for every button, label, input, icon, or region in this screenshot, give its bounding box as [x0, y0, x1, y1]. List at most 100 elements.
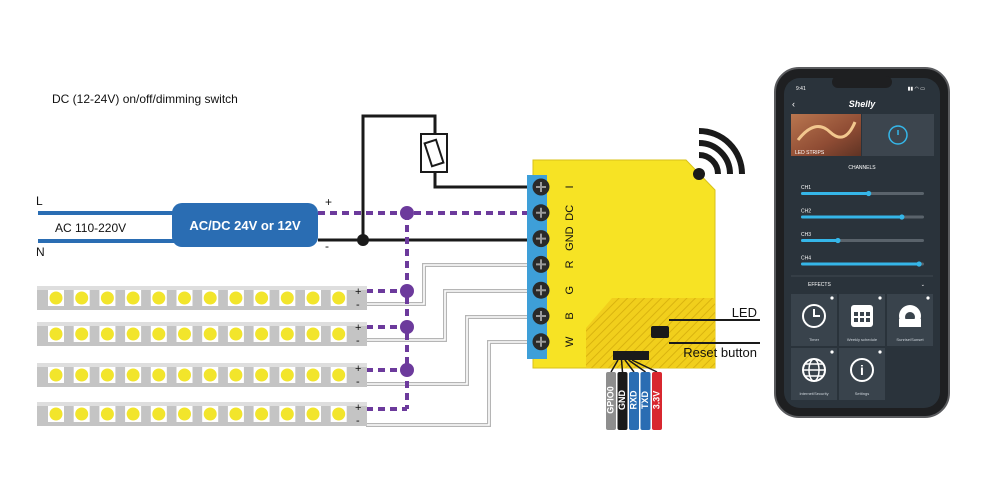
- tile-label: Weekly schedule: [847, 337, 878, 342]
- pin-rxd: RXD: [624, 359, 639, 430]
- feature-tiles: Timer Weekly schedule Sunrise/SunsetIntern…: [791, 294, 933, 400]
- switch-feed-wire: [361, 114, 437, 240]
- led-light: [126, 327, 140, 341]
- slider-fill: [801, 192, 869, 195]
- tile-sunrise[interactable]: Sunrise/Sunset: [887, 294, 933, 346]
- led-light: [75, 327, 89, 341]
- led-light: [332, 368, 346, 382]
- channel-ch2[interactable]: CH2: [801, 209, 924, 220]
- led-light: [255, 368, 269, 382]
- terminal-i: I: [532, 178, 576, 196]
- channel-label: CH3: [801, 232, 811, 238]
- terminal-label: R: [564, 260, 576, 268]
- led-light: [100, 407, 114, 421]
- strip-minus-label: -: [356, 299, 360, 311]
- gnd-junction: [357, 234, 369, 246]
- slider-knob[interactable]: [899, 214, 905, 220]
- pin-body: [652, 372, 662, 430]
- led-light: [178, 368, 191, 382]
- calendar-icon: [851, 305, 873, 327]
- header-connector: [613, 351, 649, 360]
- led-reset-component: [651, 326, 669, 338]
- led-light: [280, 327, 294, 341]
- tile-calendar[interactable]: Weekly schedule: [839, 294, 885, 346]
- led-light: [178, 327, 191, 341]
- effects-chevron-icon[interactable]: ⌄: [921, 282, 925, 288]
- led-light: [203, 291, 217, 305]
- tile-bg[interactable]: [839, 348, 885, 400]
- svg-text:i: i: [860, 362, 864, 378]
- strip-plus-label: +: [355, 402, 361, 414]
- back-chevron-icon[interactable]: ‹: [792, 99, 795, 109]
- led-light: [152, 407, 166, 421]
- led-strip: +-: [37, 322, 367, 347]
- slider-knob[interactable]: [866, 190, 872, 197]
- dc-plus-wires: [318, 211, 537, 411]
- wall-switch: [420, 133, 448, 173]
- psu-plus-label: +: [325, 195, 332, 209]
- tile-bg[interactable]: [791, 348, 837, 400]
- ac-input: L N AC 110-220V: [36, 194, 174, 259]
- clock-icon: [802, 304, 826, 328]
- power-icon[interactable]: [888, 125, 908, 145]
- switch-wires: [318, 114, 537, 242]
- led-light: [203, 368, 217, 382]
- led-light: [49, 291, 63, 305]
- tile-clock[interactable]: Timer: [791, 294, 837, 346]
- info-icon: i: [850, 358, 874, 382]
- led-light: [49, 368, 63, 382]
- pin-label: GPIO0: [605, 386, 615, 414]
- slider-knob[interactable]: [835, 237, 841, 244]
- channel-ch4[interactable]: CH4: [801, 256, 924, 267]
- led-light: [126, 407, 140, 421]
- pin-body: [640, 372, 651, 430]
- led-light: [280, 407, 294, 421]
- led-light: [255, 327, 269, 341]
- neutral-label: N: [36, 245, 45, 259]
- led-strips: +-+-+-+-: [37, 286, 367, 427]
- led-light: [126, 368, 140, 382]
- diagram-title: DC (12-24V) on/off/dimming switch: [52, 92, 238, 106]
- led-light: [100, 291, 114, 305]
- status-time: 9:41: [796, 86, 806, 92]
- led-light: [255, 407, 269, 421]
- hero-label: LED STRIPS: [795, 150, 825, 156]
- led-light: [100, 368, 114, 382]
- strip-minus-label: -: [356, 376, 360, 388]
- effects-label: EFFECTS: [808, 282, 831, 288]
- phone-mockup: 9:41 ▮▮ ◠ ▭ ‹ Shelly LED STRIPS CHANNELS…: [774, 67, 950, 418]
- channel-label: CH2: [801, 209, 811, 215]
- strip-plus-label: +: [355, 363, 361, 375]
- led-light: [75, 407, 89, 421]
- led-light: [332, 327, 346, 341]
- slider-knob[interactable]: [916, 261, 922, 267]
- slider-fill: [801, 239, 838, 242]
- terminal-label: B: [564, 312, 576, 319]
- terminal-dc: DC: [532, 204, 576, 222]
- led-light: [280, 368, 294, 382]
- led-light: [306, 368, 320, 382]
- pin-label: 3.3V: [651, 391, 661, 410]
- channel-ch1[interactable]: CH1: [801, 185, 924, 197]
- pin-gpio0: GPIO0: [605, 359, 619, 430]
- led-light: [178, 291, 191, 305]
- tile-bg[interactable]: [791, 294, 837, 346]
- line-label: L: [36, 194, 43, 208]
- tile-label: Internet/Security: [799, 391, 828, 396]
- status-icons: ▮▮ ◠ ▭: [908, 86, 926, 92]
- led-light: [203, 407, 217, 421]
- tile-label: Timer: [809, 337, 820, 342]
- channel-label: CH1: [801, 185, 811, 191]
- device-hatch-area: [586, 298, 715, 368]
- sunrise-icon: [899, 305, 921, 327]
- tile-globe[interactable]: Internet/Security: [791, 348, 837, 400]
- terminal-label: G: [564, 286, 576, 295]
- channel-ch3[interactable]: CH3: [801, 232, 924, 244]
- switch-out-wire: [433, 170, 537, 189]
- led-light: [75, 291, 89, 305]
- terminal-label: GND: [564, 226, 576, 251]
